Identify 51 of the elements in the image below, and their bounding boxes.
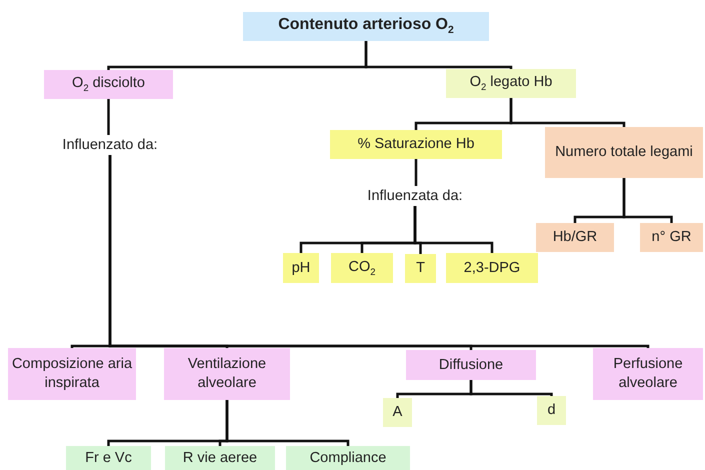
node-label: CO$_{2}$ — [348, 258, 376, 278]
concept-box — [331, 253, 393, 283]
concept-box — [286, 446, 410, 470]
concept-box — [537, 396, 566, 425]
concept-box — [165, 446, 275, 470]
connector-line — [414, 159, 418, 186]
connector-line — [510, 98, 626, 127]
title-box — [243, 12, 489, 41]
node-label: A — [392, 403, 402, 422]
connector-line — [622, 178, 673, 223]
node-label: pH — [292, 258, 310, 278]
concept-box — [446, 253, 538, 283]
node-label: O$_{2}$ disciolto — [72, 74, 145, 95]
node-label: Compliance — [310, 448, 386, 468]
connector-line — [107, 99, 110, 135]
node-label: Diffusione — [438, 356, 504, 374]
concept-box — [66, 446, 151, 470]
node-label: T — [416, 259, 425, 278]
concept-box — [593, 348, 703, 400]
node-label: R vie aeree — [182, 448, 258, 468]
connector-line — [470, 380, 553, 396]
concept-box — [406, 350, 536, 380]
concept-box — [330, 130, 502, 159]
concept-box — [164, 348, 290, 400]
node-label: d — [547, 401, 556, 420]
concept-box — [536, 223, 614, 252]
node-label: Influenzata da: — [367, 186, 463, 206]
concept-box — [8, 348, 136, 400]
connector-line — [108, 155, 650, 350]
node-label: Hb/GR — [552, 228, 598, 247]
node-label: 2,3-DPG — [464, 258, 520, 278]
node-label: Numero totale legami — [555, 143, 693, 162]
node-label: Ventilazione alveolare — [186, 355, 268, 393]
connector-line — [226, 400, 350, 446]
concept-box — [283, 253, 319, 283]
connector-line — [364, 41, 512, 69]
node-label: O$_{2}$ legato Hb — [470, 73, 552, 94]
node-label: Influenzato da: — [62, 136, 158, 154]
concept-box — [446, 69, 576, 98]
node-label: Fr e Vc — [85, 448, 132, 468]
node-label: Contenuto arterioso O$_{2}$ — [278, 15, 454, 38]
concept-box — [44, 70, 173, 99]
concept-box — [405, 254, 436, 283]
node-label: % Saturazione Hb — [358, 135, 474, 154]
node-label: Composizione aria inspirata — [10, 355, 134, 393]
node-label: Perfusione alveolare — [612, 355, 684, 393]
connector-line — [414, 206, 494, 253]
node-label: n° GR — [652, 228, 692, 247]
concept-box — [640, 223, 703, 252]
concept-box — [383, 398, 412, 427]
concept-box — [545, 127, 703, 178]
